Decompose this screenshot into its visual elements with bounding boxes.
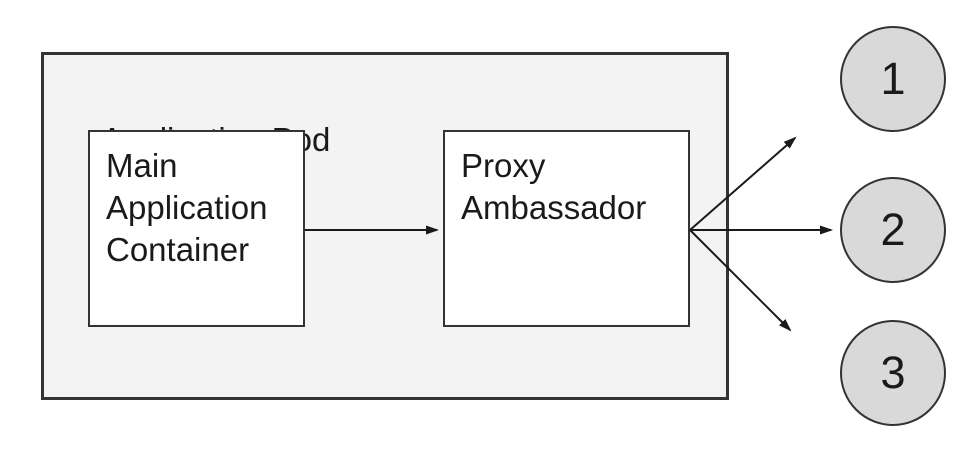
service-node-1-label: 1 — [880, 53, 906, 104]
service-node-2-label: 2 — [880, 204, 906, 255]
service-node-1: 1 — [840, 26, 946, 132]
main-application-container-label: Main Application Container — [106, 147, 268, 268]
proxy-ambassador-label: Proxy Ambassador — [461, 147, 647, 226]
service-node-2: 2 — [840, 177, 946, 283]
service-node-3-label: 3 — [880, 347, 906, 398]
service-node-3: 3 — [840, 320, 946, 426]
main-application-container-box: Main Application Container — [88, 130, 305, 327]
proxy-ambassador-box: Proxy Ambassador — [443, 130, 690, 327]
